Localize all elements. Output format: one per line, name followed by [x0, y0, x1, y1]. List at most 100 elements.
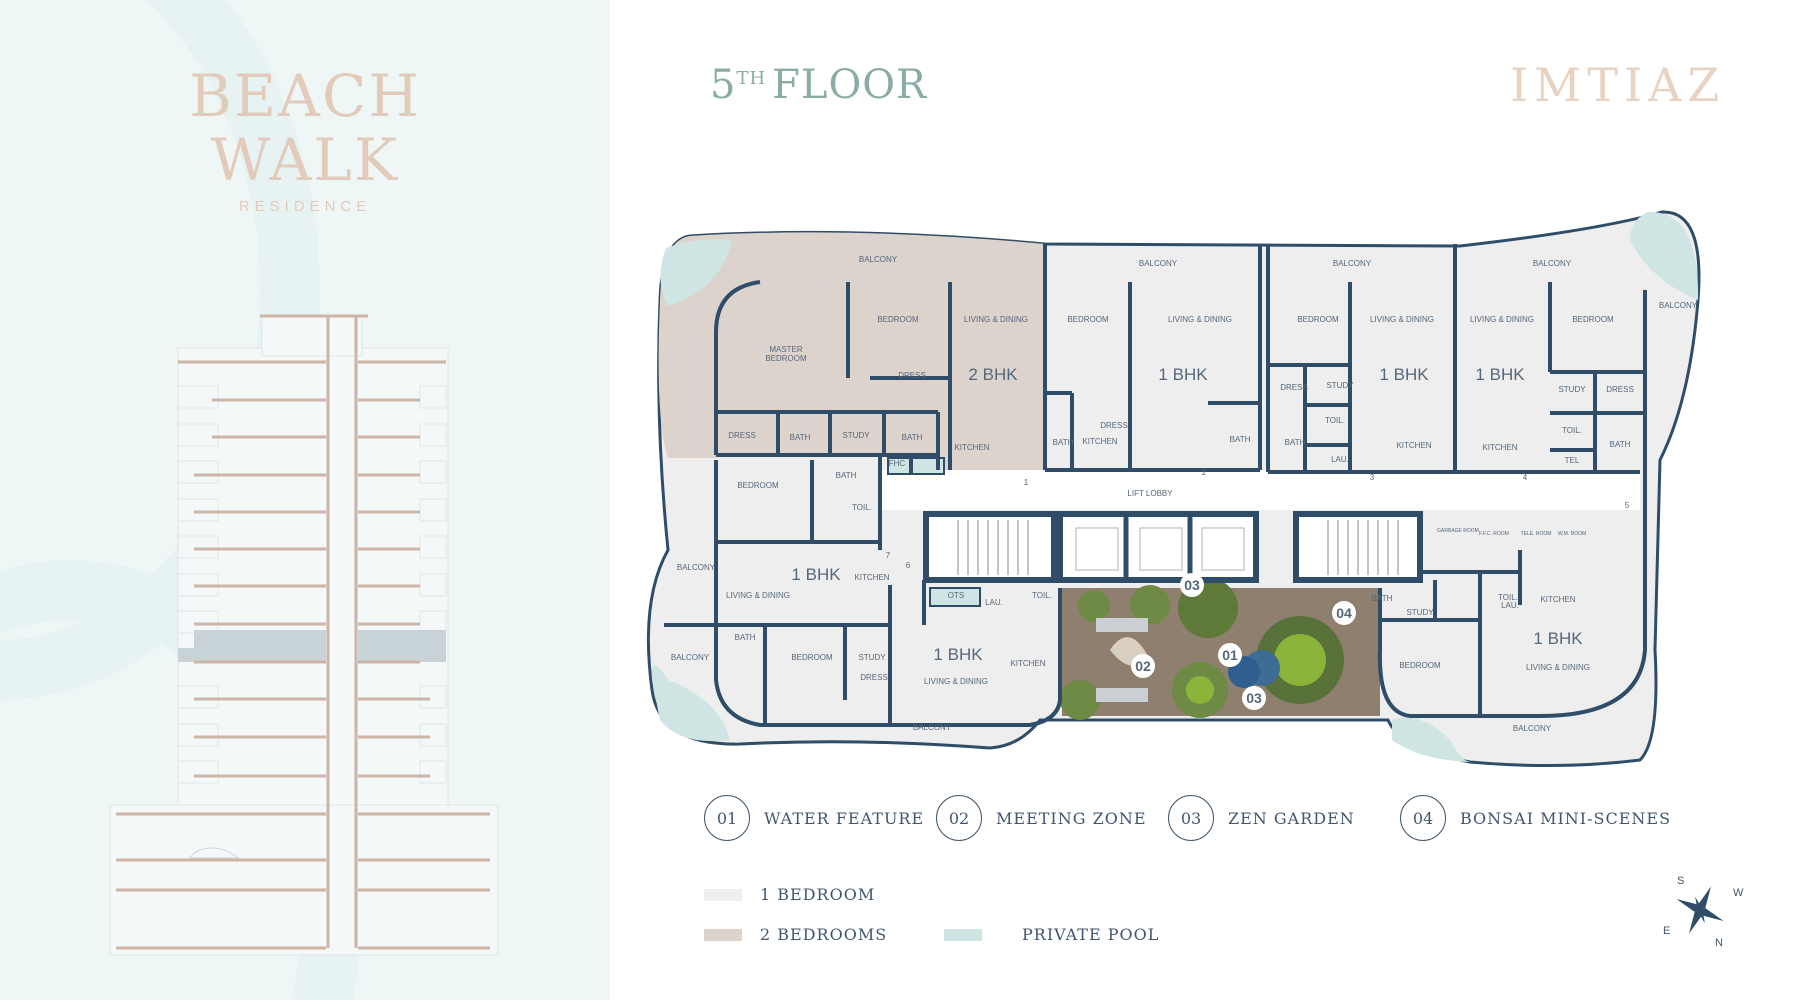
svg-text:4: 4 — [1523, 473, 1528, 482]
svg-text:W: W — [1733, 887, 1744, 899]
svg-text:BEDROOM: BEDROOM — [1572, 315, 1614, 324]
svg-text:TOIL.: TOIL. — [1562, 426, 1582, 435]
svg-text:BALCONY: BALCONY — [913, 723, 952, 732]
svg-text:STUDY: STUDY — [1326, 381, 1354, 390]
svg-text:7: 7 — [886, 551, 891, 560]
legend-item-private-pool: PRIVATE POOL — [944, 925, 1159, 944]
svg-text:KITCHEN: KITCHEN — [1396, 441, 1431, 450]
garden-planting — [1060, 578, 1344, 720]
svg-text:DRESS: DRESS — [898, 371, 926, 380]
ots-shaft — [929, 587, 981, 607]
svg-text:KITCHEN: KITCHEN — [954, 443, 989, 452]
svg-text:TOIL.: TOIL. — [1498, 593, 1518, 602]
amenity-key-item: 02 MEETING ZONE — [936, 795, 1147, 841]
svg-text:BALCONY: BALCONY — [1333, 259, 1372, 268]
svg-text:GARBAGE ROOM: GARBAGE ROOM — [1437, 528, 1479, 534]
amenity-label: BONSAI MINI-SCENES — [1460, 808, 1672, 828]
svg-text:BALCONY: BALCONY — [677, 563, 716, 572]
svg-text:LIVING & DINING: LIVING & DINING — [1470, 315, 1534, 324]
room-label: BALCONY — [859, 255, 898, 264]
svg-text:1: 1 — [1024, 478, 1029, 487]
svg-text:LAU.: LAU. — [1501, 601, 1519, 610]
fhc-box — [887, 457, 911, 475]
staircase-icon — [957, 520, 1399, 575]
svg-text:3: 3 — [1370, 473, 1375, 482]
amenity-number-badge: 02 — [936, 795, 982, 841]
svg-text:BEDROOM: BEDROOM — [1067, 315, 1109, 324]
svg-text:E: E — [1663, 925, 1670, 937]
private-pool — [1630, 211, 1699, 300]
project-name-line1: BEACH — [189, 62, 421, 130]
svg-text:BEDROOM: BEDROOM — [791, 653, 833, 662]
svg-text:TOIL.: TOIL. — [1032, 591, 1052, 600]
svg-text:TOIL.: TOIL. — [1325, 416, 1345, 425]
svg-text:OTS: OTS — [948, 591, 964, 600]
svg-text:KITCHEN: KITCHEN — [1540, 595, 1575, 604]
amenity-label: WATER FEATURE — [764, 808, 925, 828]
amenity-key-item: 04 BONSAI MINI-SCENES — [1400, 795, 1671, 841]
svg-text:TEL: TEL — [1565, 456, 1580, 465]
project-subtitle: RESIDENCE — [238, 198, 372, 215]
svg-text:1 BHK: 1 BHK — [1475, 365, 1525, 384]
private-pool — [1392, 717, 1470, 762]
svg-text:TOIL.: TOIL. — [852, 503, 872, 512]
amenity-number-badge: 04 — [1400, 795, 1446, 841]
svg-text:S: S — [1677, 875, 1684, 887]
project-name-line2: WALK — [210, 126, 400, 194]
svg-text:BATH: BATH — [1372, 594, 1393, 603]
svg-text:N: N — [1715, 937, 1723, 949]
svg-text:LIVING & DINING: LIVING & DINING — [726, 591, 790, 600]
unit-type-label: 2 BHK — [968, 365, 1018, 384]
svg-text:LIVING & DINING: LIVING & DINING — [1526, 663, 1590, 672]
svg-text:1 BHK: 1 BHK — [1379, 365, 1429, 384]
svg-text:5: 5 — [1625, 501, 1630, 510]
svg-text:STUDY: STUDY — [842, 431, 870, 440]
svg-text:DRESS: DRESS — [1100, 421, 1128, 430]
svg-text:01: 01 — [1222, 647, 1238, 663]
svg-text:STUDY: STUDY — [858, 653, 886, 662]
garden-markers: 03 02 01 03 04 — [1131, 573, 1356, 710]
svg-text:LIVING & DINING: LIVING & DINING — [1370, 315, 1434, 324]
svg-text:KITCHEN: KITCHEN — [1010, 659, 1045, 668]
amenity-label: ZEN GARDEN — [1228, 808, 1355, 828]
svg-text:BATH: BATH — [902, 433, 923, 442]
svg-text:BATH: BATH — [1230, 435, 1251, 444]
amenity-label: MEETING ZONE — [996, 808, 1147, 828]
svg-text:BATH: BATH — [790, 433, 811, 442]
svg-text:1 BHK: 1 BHK — [1158, 365, 1208, 384]
svg-text:BALCONY: BALCONY — [1513, 724, 1552, 733]
legend-swatch — [704, 888, 742, 901]
svg-text:KITCHEN: KITCHEN — [854, 573, 889, 582]
svg-text:LIVING & DINING: LIVING & DINING — [924, 677, 988, 686]
svg-text:DRESS: DRESS — [1606, 385, 1634, 394]
amenity-number-badge: 03 — [1168, 795, 1214, 841]
svg-text:LAU.: LAU. — [985, 598, 1003, 607]
svg-text:04: 04 — [1336, 605, 1352, 621]
lift-lobby-area — [880, 470, 1640, 510]
svg-text:W.M. ROOM: W.M. ROOM — [1558, 531, 1586, 537]
svg-text:BALCONY: BALCONY — [1139, 259, 1178, 268]
compass-icon: S W E N — [1663, 875, 1744, 949]
svg-text:BALCONY: BALCONY — [1533, 259, 1572, 268]
svg-text:BALCONY: BALCONY — [1659, 301, 1698, 310]
svg-text:BATH: BATH — [836, 471, 857, 480]
svg-text:6: 6 — [906, 561, 911, 570]
legend-item-2-bedrooms: 2 BEDROOMS — [704, 925, 887, 944]
svg-text:1 BHK: 1 BHK — [1533, 629, 1583, 648]
legend-swatch — [944, 928, 982, 941]
svg-text:BEDROOM: BEDROOM — [1399, 661, 1441, 670]
building-elevation — [109, 314, 499, 956]
svg-text:2: 2 — [1202, 468, 1207, 477]
legend-swatch — [704, 928, 742, 941]
car-icon — [189, 847, 240, 859]
svg-text:BEDROOM: BEDROOM — [1297, 315, 1339, 324]
legend-item-1-bedroom: 1 BEDROOM — [704, 885, 875, 904]
svg-text:STUDY: STUDY — [1406, 608, 1434, 617]
svg-text:MASTER: MASTER — [769, 345, 803, 354]
svg-text:LAU.: LAU. — [1331, 455, 1349, 464]
svg-text:TELE. ROOM: TELE. ROOM — [1521, 531, 1552, 537]
svg-text:02: 02 — [1135, 658, 1151, 674]
svg-text:BEDROOM: BEDROOM — [877, 315, 919, 324]
svg-text:BATH: BATH — [1053, 438, 1074, 447]
